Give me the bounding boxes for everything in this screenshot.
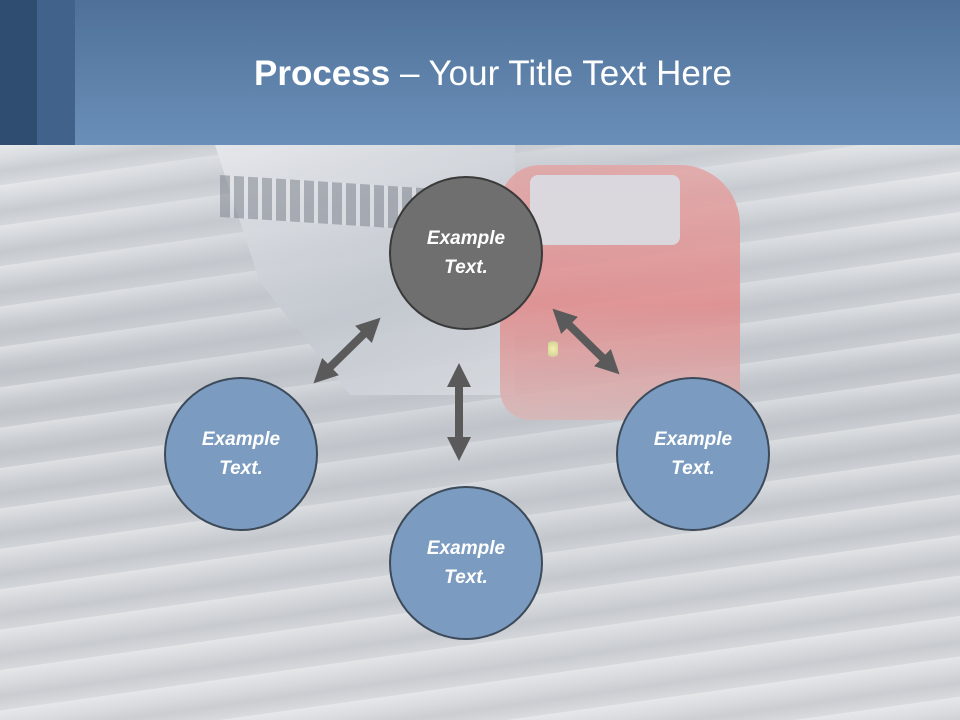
double-arrow-icon [313, 317, 381, 384]
header-accent-band-dark [0, 0, 37, 145]
slide-title: Process – Your Title Text Here [0, 50, 960, 98]
node-text-line1: Example [201, 429, 281, 450]
header-accent-band [37, 0, 75, 145]
node-text-line2: Text. [671, 458, 715, 479]
slide-title-rest: – Your Title Text Here [390, 54, 732, 93]
node-text-line2: Text. [444, 257, 488, 278]
node-text-line2: Text. [444, 567, 488, 588]
train-front-window [530, 175, 680, 245]
node-text-line1: Example [426, 538, 506, 559]
header-bar: Process – Your Title Text Here [0, 0, 960, 145]
arrow-top-right [552, 308, 620, 375]
double-arrow-icon [552, 308, 620, 375]
node-text-line1: Example [653, 429, 733, 450]
arrow-top-left [313, 317, 381, 384]
node-text-line2: Text. [219, 458, 263, 479]
slide-title-bold: Process [254, 54, 391, 93]
node-text-line1: Example [426, 228, 506, 249]
